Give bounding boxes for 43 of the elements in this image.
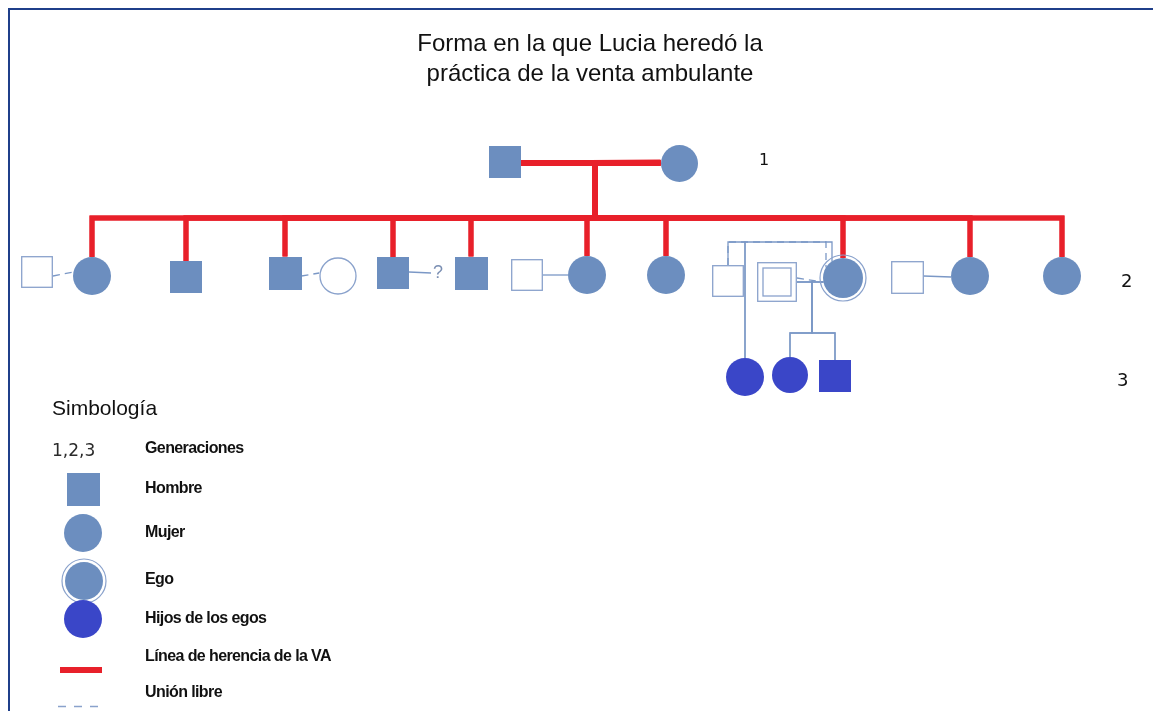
title: Forma en la que Lucia heredó la práctica de la venta ambulante xyxy=(416,28,764,88)
generation-number: 3 xyxy=(1117,369,1129,390)
generation-numbers: 1,2,3 xyxy=(52,440,96,460)
female-circle xyxy=(951,257,989,295)
legend-text: Ego xyxy=(145,570,174,588)
female-circle xyxy=(660,144,698,182)
male-square xyxy=(511,259,543,291)
legend-text: Línea de herencia de la VA xyxy=(145,647,331,665)
male-square xyxy=(170,261,202,293)
male-square xyxy=(454,256,488,290)
legend-text: Unión libre xyxy=(145,683,222,701)
female-circle xyxy=(647,256,685,294)
kinship-line xyxy=(922,275,952,278)
male-square xyxy=(377,257,409,289)
double-square xyxy=(757,262,797,302)
legend-text: Generaciones xyxy=(145,439,244,457)
kinship-line xyxy=(744,241,833,359)
free-union-line xyxy=(52,271,75,277)
female-circle xyxy=(319,257,357,295)
question-mark: ? xyxy=(431,261,445,283)
kinship-line xyxy=(811,281,836,361)
generation-number: 1 xyxy=(759,150,770,169)
kinship-line xyxy=(542,274,569,276)
child-square xyxy=(819,360,851,392)
legend-text: Mujer xyxy=(145,523,185,541)
free-union-line xyxy=(796,277,825,283)
ego-circle xyxy=(819,254,867,302)
kinship-line xyxy=(408,271,432,274)
female-circle xyxy=(1043,257,1081,295)
child-circle xyxy=(772,357,808,393)
male-square xyxy=(21,256,53,288)
male-square xyxy=(712,265,744,297)
child-circle xyxy=(726,358,764,396)
legend-text: Hijos de los egos xyxy=(145,609,267,627)
female-circle xyxy=(568,256,606,294)
legend-title: Simbología xyxy=(52,396,158,420)
free-union-line xyxy=(300,272,320,277)
male-square xyxy=(890,260,924,294)
male-square xyxy=(268,256,302,290)
male-square xyxy=(489,146,521,178)
generation-number: 2 xyxy=(1121,270,1133,291)
female-circle xyxy=(73,257,111,295)
legend-text: Hombre xyxy=(145,479,202,497)
